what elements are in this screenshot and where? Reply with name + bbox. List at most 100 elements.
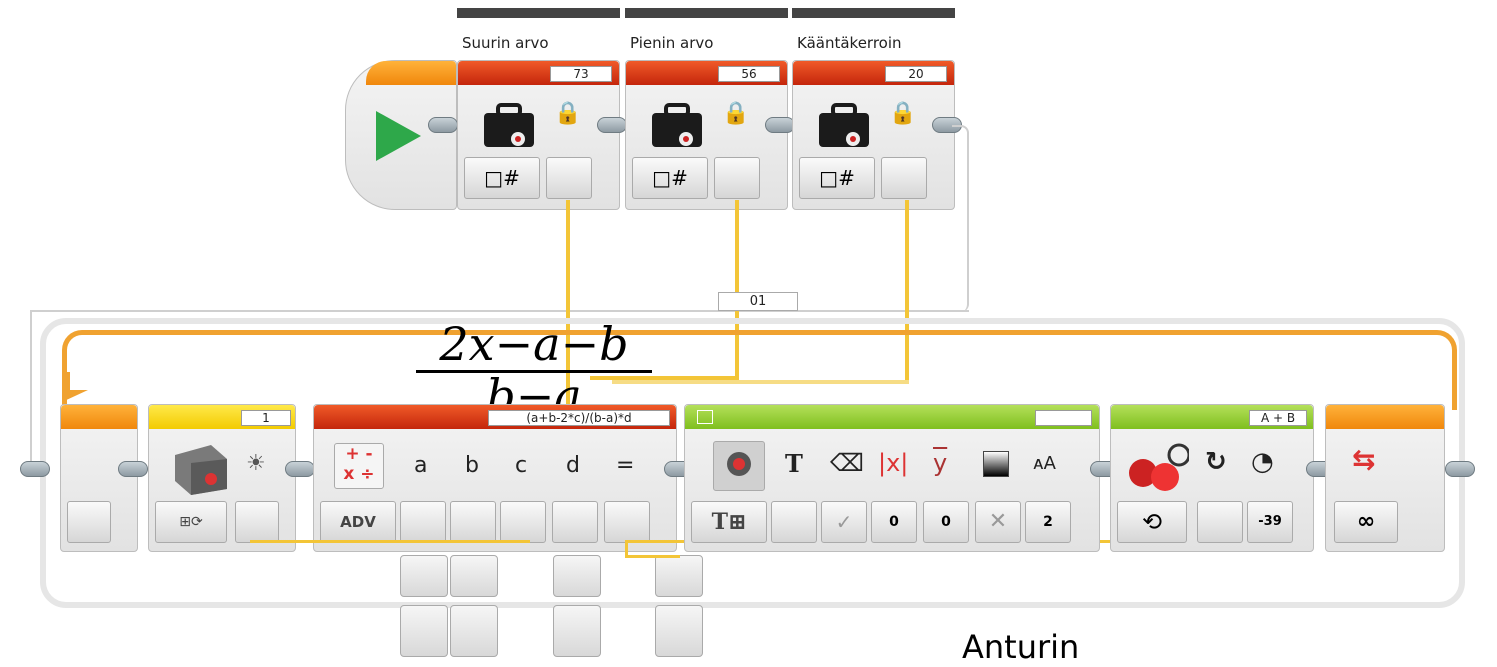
math-input-c: c xyxy=(515,453,528,478)
wire-suurin xyxy=(566,200,570,530)
start-block-header xyxy=(366,61,456,85)
variable-value-box[interactable]: 20 xyxy=(885,66,947,82)
move-steering-plug[interactable] xyxy=(1197,501,1243,543)
variable-name-label: Kääntäkerroin xyxy=(797,34,902,52)
math-plug-a[interactable] xyxy=(400,501,446,543)
loop-mode-button[interactable]: ∞ xyxy=(1334,501,1398,543)
display-mode-button[interactable]: T⊞ xyxy=(691,501,767,543)
math-plug-b[interactable] xyxy=(450,501,496,543)
loop-end-header xyxy=(1326,405,1444,429)
variable-label-bar xyxy=(792,8,955,18)
variable-block[interactable]: 73 🔒 □# xyxy=(457,60,620,210)
stack-d-1[interactable] xyxy=(553,555,601,597)
stack-result-1[interactable] xyxy=(655,555,703,597)
variable-output-plug[interactable] xyxy=(881,157,927,199)
briefcase-icon xyxy=(819,103,869,147)
stack-a-1[interactable] xyxy=(400,555,448,597)
move-mode-button[interactable]: ⟲ xyxy=(1117,501,1187,543)
loop-start-header xyxy=(61,405,137,429)
math-input-b: b xyxy=(465,453,479,478)
wire-result-horizontal xyxy=(625,555,680,558)
color-icon xyxy=(983,451,1009,477)
sequence-wire-return xyxy=(30,310,969,312)
move-power-plug[interactable]: -39 xyxy=(1247,501,1293,543)
wire-pienin-horizontal xyxy=(590,376,739,380)
lock-icon: 🔒 xyxy=(554,101,582,126)
loop-start-plug[interactable] xyxy=(67,501,111,543)
math-mode-button[interactable]: ADV xyxy=(320,501,396,543)
briefcase-icon xyxy=(484,103,534,147)
lock-icon: 🔒 xyxy=(722,101,750,126)
formula-fraction-line xyxy=(416,370,652,373)
display-file-box[interactable] xyxy=(1035,410,1092,426)
display-x-plug[interactable]: 0 xyxy=(871,501,917,543)
sensor-mode-button[interactable]: ⊞⟳ xyxy=(155,501,227,543)
variable-mode-button[interactable]: □# xyxy=(632,157,708,199)
text-icon: T xyxy=(785,449,803,478)
variable-mode-button[interactable]: □# xyxy=(464,157,540,199)
color-sensor-icon xyxy=(175,445,227,495)
math-expression-box[interactable]: (a+b-2*c)/(b-a)*d xyxy=(488,410,670,426)
start-block[interactable] xyxy=(345,60,457,210)
move-steering-block[interactable]: A + B ↻ ◔ ⟲ -39 xyxy=(1110,404,1314,552)
math-plug-c[interactable] xyxy=(500,501,546,543)
variable-connector[interactable] xyxy=(597,117,627,133)
move-ports-box[interactable]: A + B xyxy=(1249,410,1307,426)
stack-b-2[interactable] xyxy=(450,605,498,657)
variable-label-bar xyxy=(457,8,620,18)
loop-input-plug[interactable] xyxy=(20,461,50,477)
variable-block[interactable]: 20🔒□# xyxy=(792,60,955,210)
steering-motor-icon xyxy=(1129,443,1189,491)
display-header xyxy=(685,405,1099,429)
math-plug-result[interactable] xyxy=(604,501,650,543)
variable-connector[interactable] xyxy=(765,117,795,133)
y-coord-icon: y xyxy=(933,449,948,477)
display-font-plug[interactable]: 2 xyxy=(1025,501,1071,543)
eraser-icon: ⌫ xyxy=(830,449,864,477)
variable-output-plug[interactable] xyxy=(546,157,592,199)
record-icon xyxy=(727,452,751,476)
display-color-plug[interactable]: ✕ xyxy=(975,501,1021,543)
loop-end-block[interactable]: ⇆ ∞ xyxy=(1325,404,1445,552)
sensor-port-box[interactable]: 1 xyxy=(241,410,291,426)
play-icon xyxy=(376,111,421,161)
math-input-a: a xyxy=(414,453,428,478)
display-y-plug[interactable]: 0 xyxy=(923,501,969,543)
math-block[interactable]: (a+b-2*c)/(b-a)*d + -x ÷ a b c d = ADV xyxy=(313,404,677,552)
variable-mode-button[interactable]: □# xyxy=(799,157,875,199)
display-image-button[interactable] xyxy=(713,441,765,491)
rotate-icon: ↻ xyxy=(1205,447,1227,477)
display-block[interactable]: T ⌫ |x| y ᴀA T⊞ ✓ 0 0 ✕ 2 xyxy=(684,404,1100,552)
wire-kaanto-horizontal xyxy=(612,380,909,384)
display-text-plug[interactable] xyxy=(771,501,817,543)
wire-pienin xyxy=(735,200,739,380)
math-plug-d[interactable] xyxy=(552,501,598,543)
stack-b-1[interactable] xyxy=(450,555,498,597)
variable-name-label: Suurin arvo xyxy=(462,34,549,52)
loop-arrow-icon xyxy=(62,372,88,402)
stack-d-2[interactable] xyxy=(553,605,601,657)
math-input-d: d xyxy=(566,453,580,478)
wire-value-box: 01 xyxy=(718,292,798,311)
sequence-wire-down xyxy=(30,310,32,465)
loop-orange-rail xyxy=(62,330,1457,410)
briefcase-icon xyxy=(652,103,702,147)
variable-value-box[interactable]: 56 xyxy=(718,66,780,82)
stack-result-2[interactable] xyxy=(655,605,703,657)
variable-block[interactable]: 56 🔒 □# xyxy=(625,60,788,210)
variable-output-plug[interactable] xyxy=(714,157,760,199)
loop-start-output-plug[interactable] xyxy=(118,461,148,477)
wire-sensor-to-math xyxy=(250,540,530,543)
font-size-icon: ᴀA xyxy=(1033,453,1056,474)
sensor-output-conn[interactable] xyxy=(285,461,315,477)
stack-a-2[interactable] xyxy=(400,605,448,657)
display-mode-icon xyxy=(697,410,713,424)
color-sensor-block[interactable]: 1 ☀ ⊞⟳ xyxy=(148,404,296,552)
start-output-plug[interactable] xyxy=(428,117,458,133)
loop-end-output-conn[interactable] xyxy=(1445,461,1475,477)
wire-result-down xyxy=(625,540,628,558)
variable-value-box[interactable]: 73 xyxy=(550,66,612,82)
display-clear-plug[interactable]: ✓ xyxy=(821,501,867,543)
sensor-output-plug[interactable] xyxy=(235,501,279,543)
loop-start-block[interactable] xyxy=(60,404,138,552)
